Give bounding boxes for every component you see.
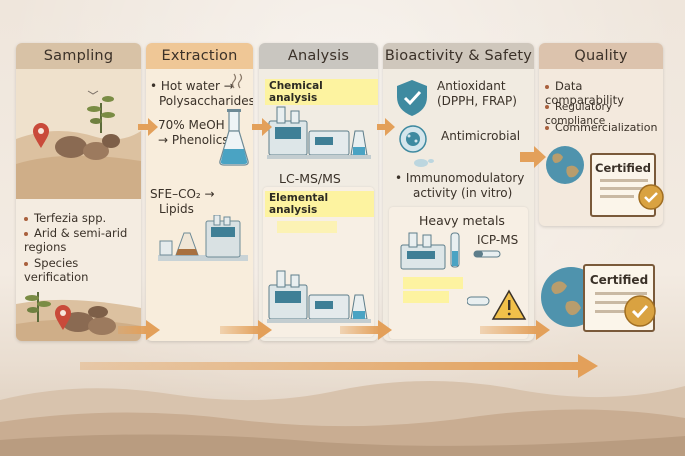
globe-icon-2: [541, 267, 585, 327]
chemical-analysis-label: Chemical analysis: [265, 79, 378, 105]
warning-icon: [467, 289, 527, 320]
highlight-mark-1: [403, 277, 463, 289]
quality-bullet-2: Regulatory compliance: [545, 101, 613, 127]
flask-icon: [219, 109, 249, 166]
quality-bullet-3: Commercialization: [545, 121, 657, 135]
sample-vial-icon: [473, 250, 501, 258]
analysis-panel: Analysis Chemical analysis LC-MS/MS Elem…: [259, 43, 378, 341]
lcms-instrument-icon: [267, 106, 371, 159]
medal-check-icon: [638, 184, 664, 210]
extraction-item-sfe: SFE–CO₂ → Lipids: [150, 187, 215, 216]
certified-label-top: Certified: [595, 161, 651, 175]
heavy-metals-title: Heavy metals: [419, 213, 505, 228]
steam-icon: [231, 73, 243, 89]
extraction-item-hot-water: • Hot water → Polysaccharides: [150, 79, 253, 108]
quality-title: Quality: [539, 43, 663, 69]
certified-label-bottom: Certified: [589, 273, 649, 287]
sampling-bullet-3: Species verification: [24, 256, 89, 284]
sampling-panel: Sampling Terfezia spp. Arid & semi-arid …: [16, 43, 141, 341]
analysis-title: Analysis: [259, 43, 378, 69]
highlight-mark: [277, 221, 337, 233]
sampling-bottom-scene: [16, 292, 141, 341]
quality-bullet-1: Data comparability: [545, 79, 624, 107]
location-pin-icon-2: [55, 305, 71, 330]
icpms-instrument-icon: [400, 232, 460, 270]
bioactivity-panel: Bioactivity & Safety Antioxidant (DPPH, …: [383, 43, 534, 341]
elemental-analysis-subpanel: Elemental analysis: [263, 187, 374, 337]
extraction-item-meoh: 70% MeOH → Phenolics: [158, 118, 229, 147]
antimicrobial-text: Antimicrobial: [441, 129, 521, 143]
location-pin-icon: [33, 123, 49, 148]
sampling-bullet-2: Arid & semi-arid regions: [24, 226, 128, 254]
icpms-label: ICP-MS: [477, 233, 519, 247]
elemental-analysis-label: Elemental analysis: [265, 191, 374, 217]
immunomodulatory-text: • Immunomodulatory activity (in vitro): [395, 171, 525, 200]
microbe-icon: [399, 125, 434, 167]
extraction-title: Extraction: [146, 43, 253, 69]
extraction-panel: Extraction • Hot water → Polysaccharides…: [146, 43, 253, 341]
desert-landscape: [0, 381, 685, 456]
medal-check-icon-2: [624, 295, 656, 327]
sampling-bullet-1: Terfezia spp.: [24, 211, 106, 225]
sampling-top-scene: [16, 69, 141, 199]
bioactivity-title: Bioactivity & Safety: [383, 43, 534, 69]
highlight-mark-2: [403, 291, 449, 303]
lcms-label: LC-MS/MS: [279, 171, 341, 186]
shield-check-icon: [397, 80, 427, 116]
antioxidant-text: Antioxidant (DPPH, FRAP): [437, 79, 517, 108]
elemental-instrument-icon: [267, 270, 371, 323]
extraction-equipment-icon: [158, 215, 248, 261]
sampling-title: Sampling: [16, 43, 141, 69]
globe-icon: [546, 146, 584, 184]
heavy-metals-subpanel: Heavy metals ICP-MS: [389, 207, 528, 339]
